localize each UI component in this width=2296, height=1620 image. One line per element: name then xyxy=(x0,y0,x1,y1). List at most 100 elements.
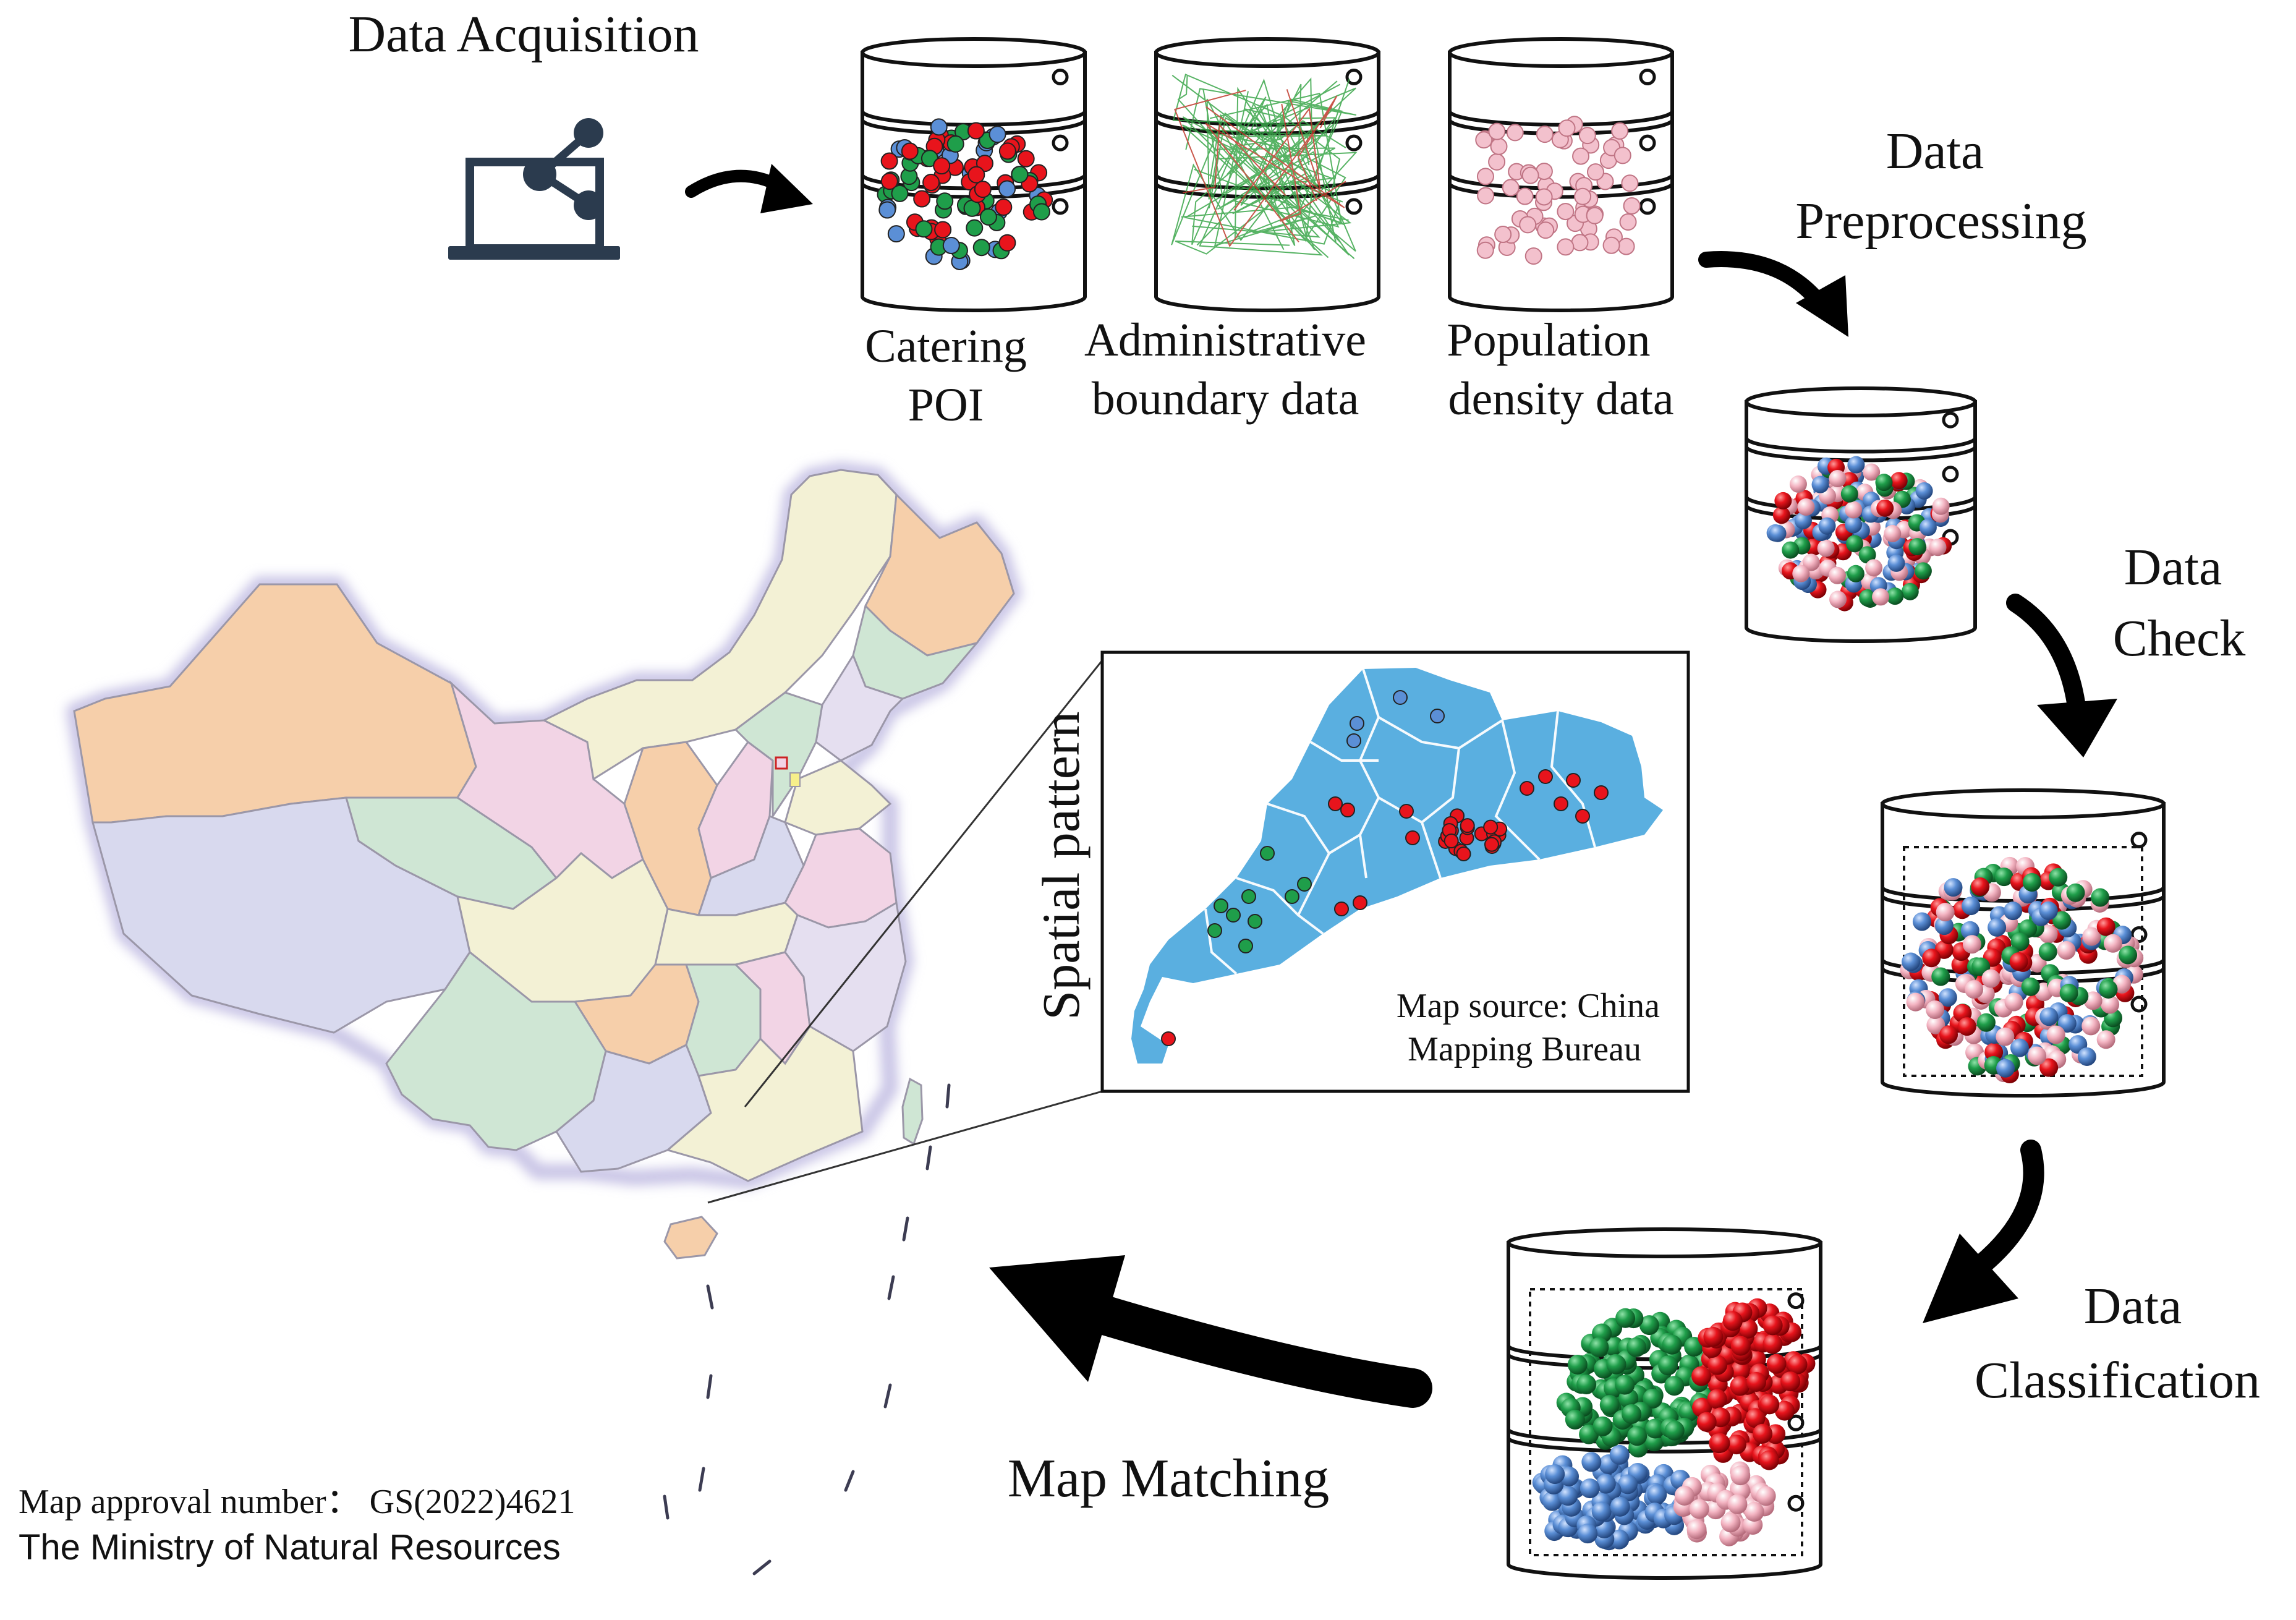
population-dot-51 xyxy=(1519,216,1537,234)
cylinder-checked-indicator-2 xyxy=(2130,995,2148,1013)
text-layer: Data Acquisition Catering POI Administra… xyxy=(19,6,2260,1567)
checked-dots-dot-83 xyxy=(2101,995,2120,1014)
arrow-acquire-to-data xyxy=(685,164,813,213)
preprocessed-dots-dot-165 xyxy=(1811,475,1829,493)
inset-prd-dot-19 xyxy=(1444,833,1459,849)
population-dot-39 xyxy=(1535,188,1553,206)
population-dot-43 xyxy=(1614,147,1631,164)
inset-dot-7 xyxy=(1399,804,1414,819)
checked-dots-dot-199 xyxy=(2039,1058,2059,1077)
population-dot-33 xyxy=(1572,147,1590,165)
classified-red-82 xyxy=(1787,1354,1808,1375)
checked-dots-dot-157 xyxy=(1922,949,1941,968)
inset-dot-20 xyxy=(1297,877,1312,892)
classified-pink-38 xyxy=(1727,1494,1748,1514)
checked-dots-dot-225 xyxy=(1981,969,2000,988)
cylinder-boundary xyxy=(1154,37,1380,312)
catering-dots-dot-59 xyxy=(998,142,1016,160)
checked-dots-dot-187 xyxy=(2119,945,2138,965)
checked-dots-dot-228 xyxy=(2059,984,2078,1003)
cylinder-checked-top xyxy=(1881,788,2166,819)
classified-blue-85 xyxy=(1545,1464,1565,1485)
preprocessed-dots-dot-160 xyxy=(1792,565,1810,582)
classified-red-58 xyxy=(1707,1355,1728,1375)
preprocessed-dots-dot-84 xyxy=(1817,539,1835,557)
boundary-line-red-0 xyxy=(1174,90,1333,247)
classified-dots xyxy=(1532,1298,1816,1551)
inset-dot-5 xyxy=(1340,803,1355,817)
inset-dot-25 xyxy=(1248,914,1262,929)
classified-blue-86 xyxy=(1609,1444,1630,1465)
preprocessed-dots-dot-168 xyxy=(1876,499,1894,517)
catering-dots-dot-75 xyxy=(1011,166,1029,184)
catering-dots xyxy=(877,118,1053,270)
checked-dots-dot-205 xyxy=(2057,941,2076,960)
preprocessed-dots-dot-150 xyxy=(1818,517,1836,535)
label-check-2: Check xyxy=(2113,610,2246,667)
cylinder-checked-dotted-frame xyxy=(1903,846,2143,1077)
classified-blue-72 xyxy=(1558,1486,1578,1506)
classified-green-80 xyxy=(1627,1426,1648,1446)
population-dot-62 xyxy=(1521,166,1539,184)
checked-dots-dot-193 xyxy=(1962,935,1981,954)
classified-green-95 xyxy=(1626,1337,1647,1357)
cylinder-catering-indicator-2 xyxy=(1052,198,1069,215)
inset-prd-dot-8 xyxy=(1460,818,1475,833)
classified-green-101 xyxy=(1592,1416,1613,1436)
province-guangdong xyxy=(665,1025,864,1182)
preprocessed-dots-dot-155 xyxy=(1769,524,1787,542)
cylinder-preprocessed-indicator-0 xyxy=(1942,411,1959,428)
label-spatial-pattern: Spatial pattern xyxy=(1031,711,1091,1020)
cylinder-classified-dotted-frame xyxy=(1529,1288,1803,1556)
population-dot-7 xyxy=(1623,197,1641,215)
catering-dots-dot-89 xyxy=(998,234,1016,252)
population-dot-46 xyxy=(1571,234,1589,252)
catering-dots-dot-90 xyxy=(901,142,919,160)
catering-dots-dot-65 xyxy=(880,173,898,190)
population-dot-21 xyxy=(1506,124,1524,142)
classified-green-89 xyxy=(1606,1354,1626,1375)
china-map xyxy=(66,462,1103,1575)
preprocessed-dots-dot-163 xyxy=(1840,485,1858,503)
label-ministry: The Ministry of Natural Resources xyxy=(19,1527,561,1567)
checked-dots-dot-189 xyxy=(1934,916,1954,936)
catering-dots-dot-87 xyxy=(967,166,985,184)
classified-green-106 xyxy=(1576,1374,1597,1394)
label-boundary-1: Administrative xyxy=(1084,314,1366,366)
catering-dots-dot-70 xyxy=(930,118,948,136)
label-catering-2: POI xyxy=(908,379,984,431)
cylinder-classified-top xyxy=(1507,1227,1822,1258)
cylinder-population-top xyxy=(1448,37,1674,68)
preprocessed-dots-dot-134 xyxy=(1865,559,1883,577)
inset-prd-dot-15 xyxy=(1456,846,1471,862)
cylinder-boundary-indicator-0 xyxy=(1345,69,1363,85)
classified-blue-77 xyxy=(1591,1501,1612,1522)
population-dot-37 xyxy=(1516,187,1534,205)
classified-green-78 xyxy=(1599,1395,1620,1415)
population-dot-42 xyxy=(1619,213,1637,231)
checked-dots-dot-145 xyxy=(2057,1014,2077,1033)
label-map-approval: Map approval number： GS(2022)4621 xyxy=(19,1483,576,1521)
checked-dots-dot-213 xyxy=(1965,980,1984,999)
classified-red-74 xyxy=(1707,1389,1727,1409)
catering-dots-dot-57 xyxy=(972,239,990,257)
classified-blue-82 xyxy=(1580,1478,1600,1499)
catering-dots-dot-86 xyxy=(995,198,1013,216)
checked-dots-dot-219 xyxy=(1976,1013,1996,1032)
inset-dot-13 xyxy=(1575,809,1590,824)
population-dot-13 xyxy=(1557,203,1575,221)
province-zhejiang-fujian xyxy=(784,901,907,1052)
checked-dots-dot-159 xyxy=(2010,932,2030,952)
inset-dot-8 xyxy=(1538,769,1553,784)
boundary-line-24 xyxy=(1209,93,1342,224)
classified-red-104 xyxy=(1710,1433,1730,1453)
classified-pink-36 xyxy=(1744,1502,1764,1522)
catering-dots-dot-76 xyxy=(966,219,984,237)
population-dot-53 xyxy=(1557,238,1575,256)
checked-dots-dot-218 xyxy=(2039,901,2058,920)
population-dot-29 xyxy=(1475,131,1493,149)
cylinder-preprocessed-indicator-1 xyxy=(1942,466,1959,483)
island-hainan xyxy=(663,1216,718,1260)
catering-dots-dot-24 xyxy=(887,225,905,243)
classified-blue-81 xyxy=(1596,1473,1616,1494)
